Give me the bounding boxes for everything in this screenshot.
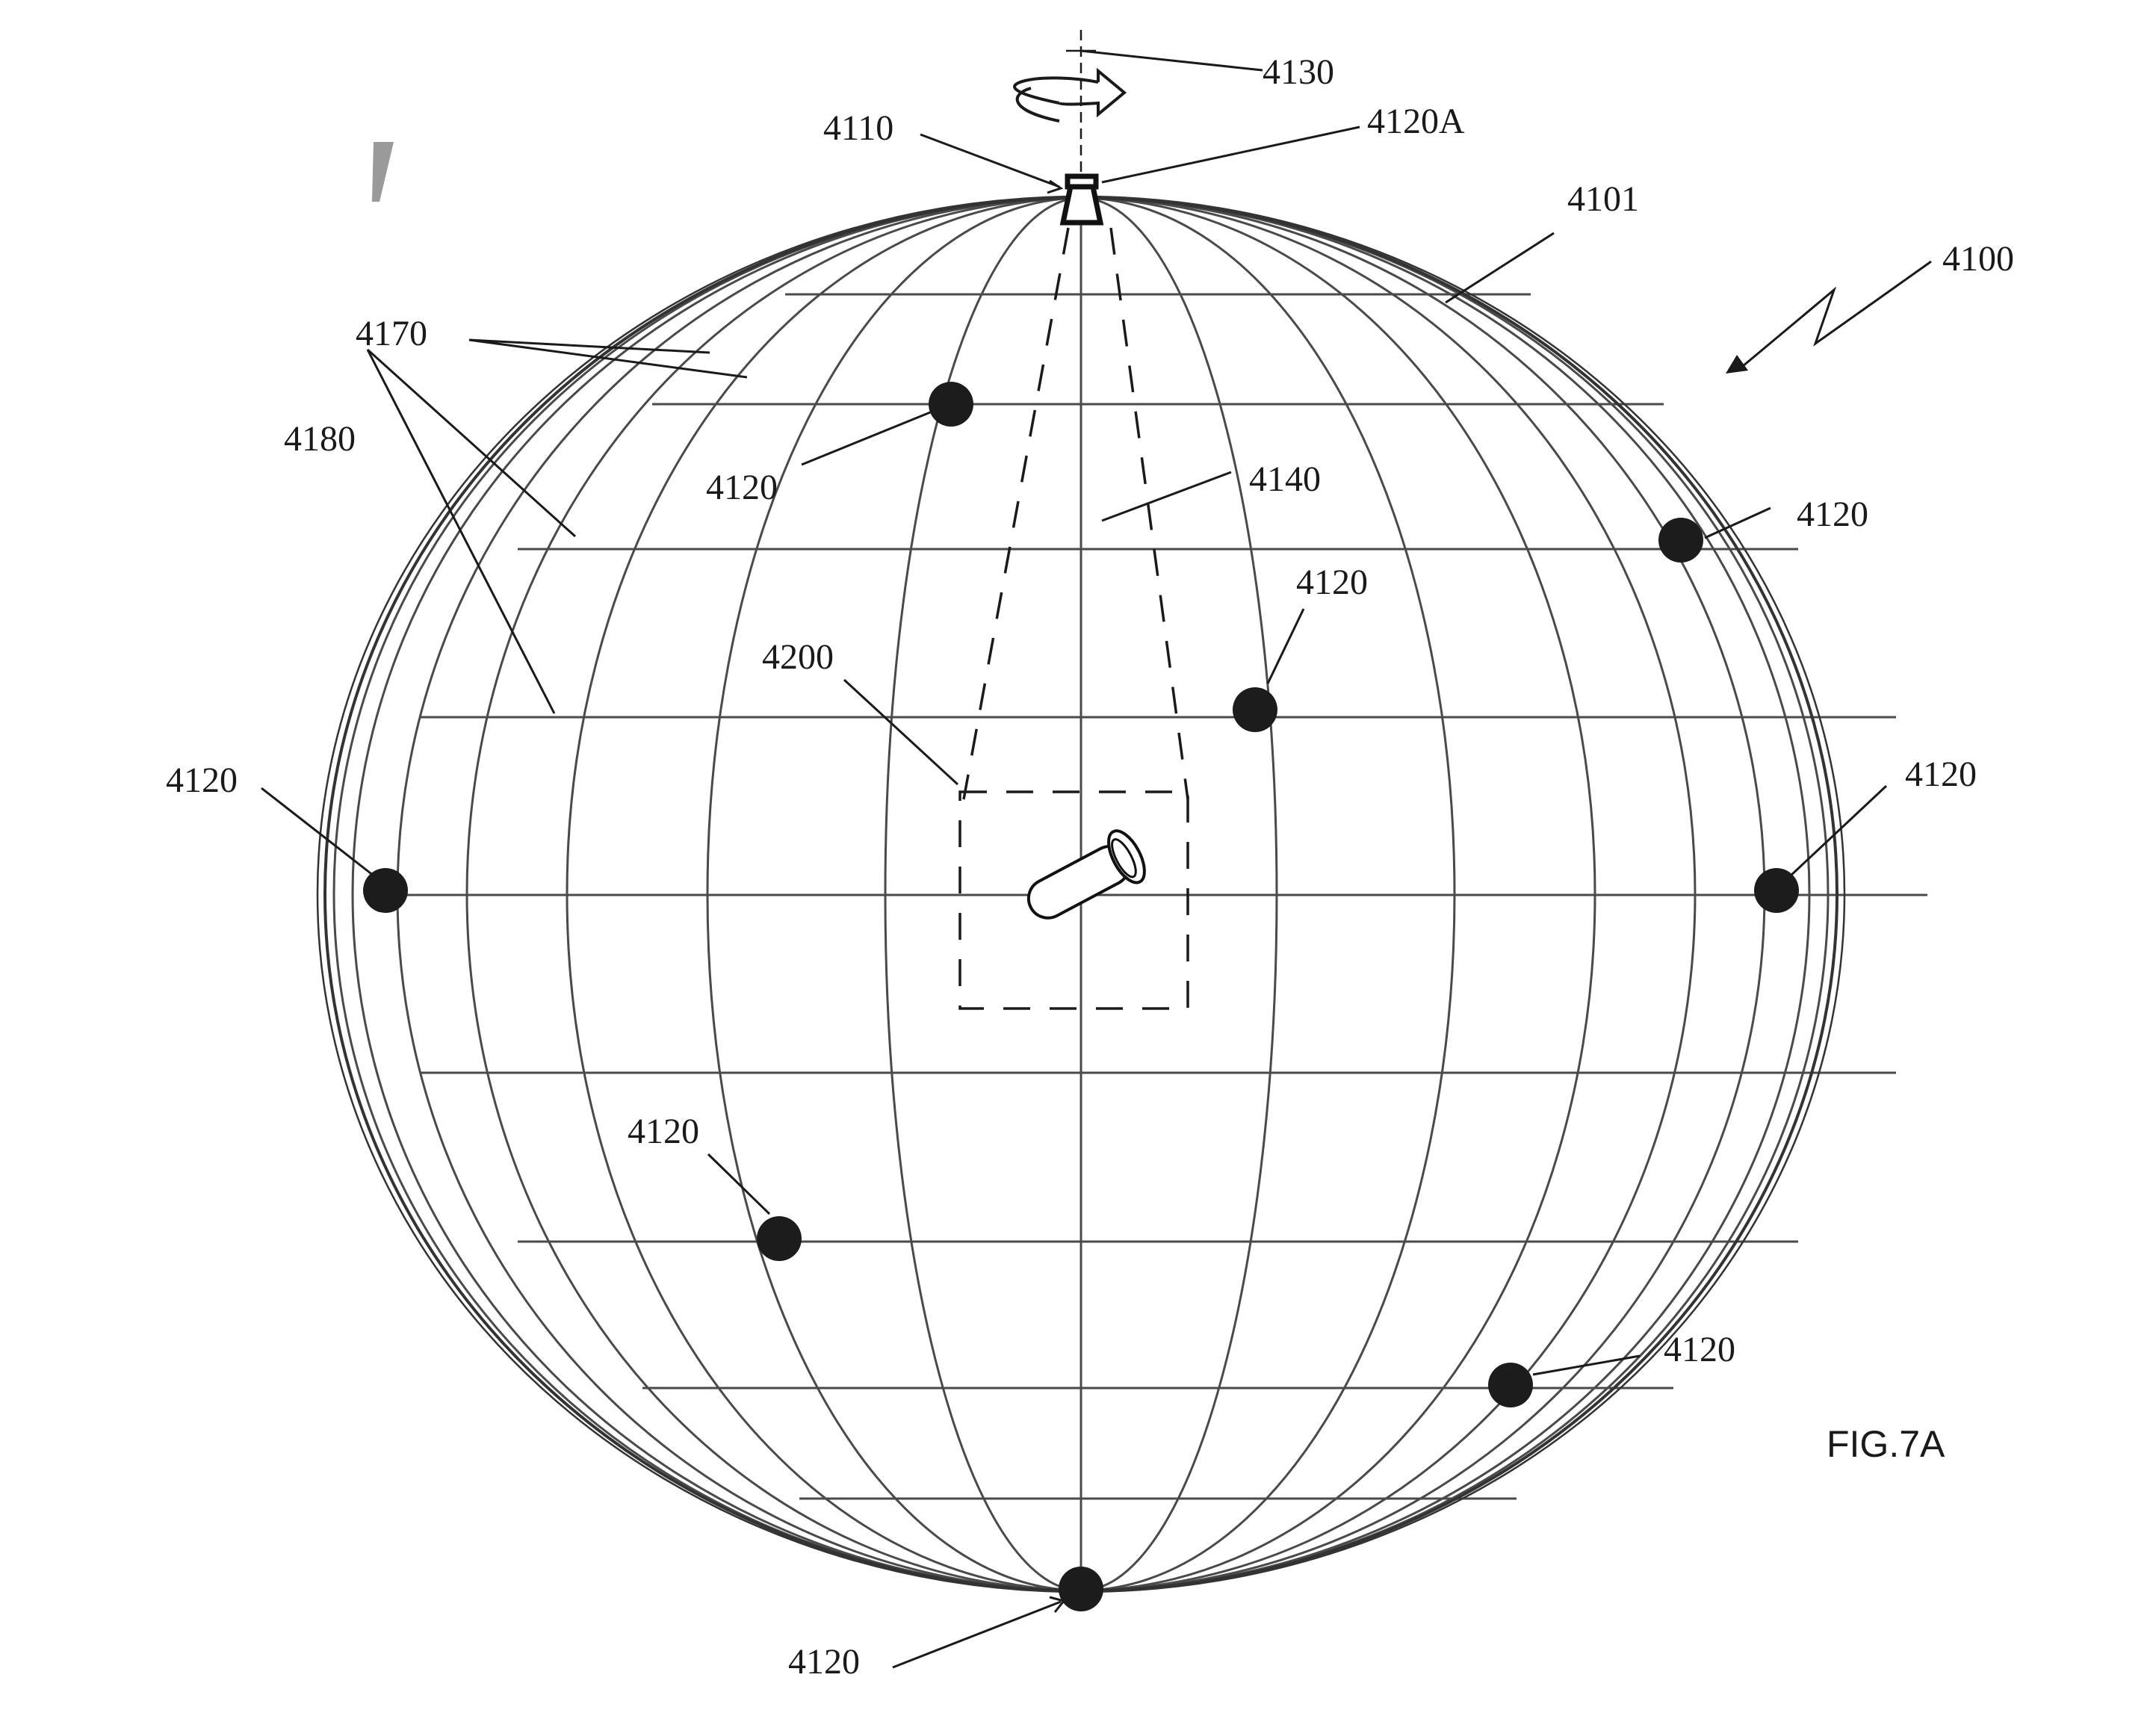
mount-point: [1658, 518, 1703, 563]
mount-icon: [1059, 173, 1104, 226]
payload-box: [958, 790, 1189, 1010]
shade-mark: [372, 142, 394, 202]
mount-point: [929, 382, 973, 427]
mount-point: [1754, 868, 1799, 913]
label-4110: 4110: [823, 108, 893, 148]
mount-points: [363, 382, 1799, 1611]
figure-label: FIG.7A: [1827, 1423, 1945, 1465]
label-4180: 4180: [284, 419, 356, 459]
leader-lines: [261, 49, 1888, 1669]
mount-point: [1233, 687, 1277, 732]
label-4120: 4120: [788, 1642, 860, 1682]
label-4170: 4170: [356, 314, 427, 353]
label-4120: 4120: [1797, 495, 1868, 534]
label-4130: 4130: [1263, 52, 1334, 92]
label-4100: 4100: [1942, 239, 2014, 279]
label-4200: 4200: [762, 637, 834, 677]
reference-labels: 4130 4110 4120A 4101 4100 4170 4180 4120…: [166, 52, 2014, 1682]
mount-point: [1488, 1363, 1533, 1407]
label-4120A: 4120A: [1367, 102, 1465, 141]
label-4140: 4140: [1249, 459, 1321, 499]
lightning-arrow-icon: [1726, 260, 1932, 374]
mount-point: [1059, 1567, 1103, 1611]
label-4120: 4120: [166, 760, 238, 800]
label-4120: 4120: [706, 468, 778, 507]
label-4120: 4120: [1905, 755, 1977, 794]
cylinder-icon: [1026, 829, 1146, 920]
label-4120: 4120: [1296, 563, 1368, 602]
mount-point: [757, 1216, 802, 1261]
rotation-arrow-icon: [1013, 67, 1127, 123]
track-beam: [962, 227, 1189, 800]
latitude-lines: [388, 293, 1927, 1500]
mount-point: [363, 868, 408, 913]
label-4120: 4120: [1664, 1330, 1735, 1369]
label-4120: 4120: [628, 1112, 699, 1151]
label-4101: 4101: [1567, 179, 1639, 219]
